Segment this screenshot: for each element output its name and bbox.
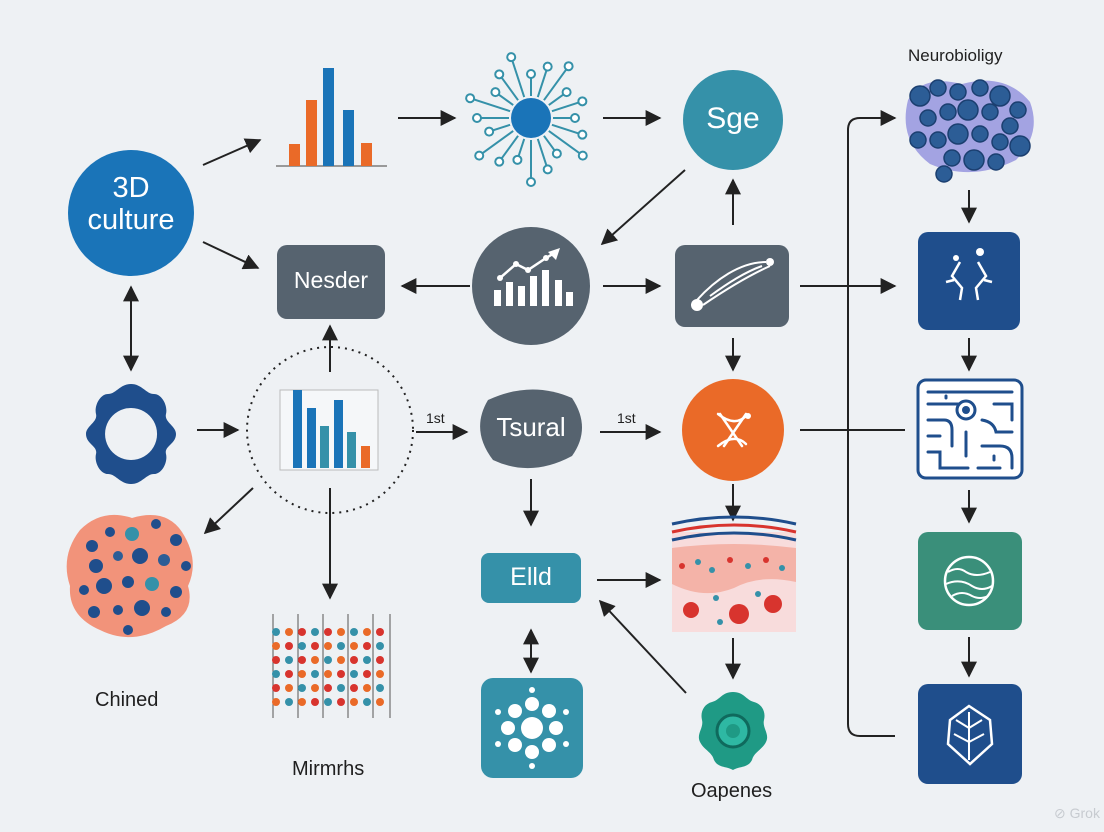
cell-cluster-icon xyxy=(905,79,1034,183)
elld-node[interactable] xyxy=(481,553,581,603)
leaf-cell-node[interactable] xyxy=(918,684,1022,784)
mirmrhs-caption: Mirmrhs xyxy=(292,758,365,780)
growth-chart-node[interactable] xyxy=(472,227,590,345)
dna-enzyme-node[interactable] xyxy=(682,379,784,481)
muscle-organ-node[interactable] xyxy=(675,245,789,327)
tsural-label: Tsural xyxy=(496,412,566,442)
neuro-caption: Neurobioligy xyxy=(908,46,1003,65)
sge-node[interactable] xyxy=(683,70,783,170)
gear-ring-icon[interactable] xyxy=(86,384,176,484)
nesder-node[interactable] xyxy=(277,245,385,319)
culture-node[interactable] xyxy=(68,150,194,276)
connector-arrows xyxy=(123,110,977,737)
oapenes-caption: Oapenes xyxy=(691,780,773,802)
nesder-label: Nesder xyxy=(293,267,369,293)
neuron-burst-icon xyxy=(465,52,588,187)
stem-cell-node[interactable] xyxy=(481,678,583,778)
tissue-cluster-icon xyxy=(66,514,193,638)
brain-organoid-node[interactable] xyxy=(918,532,1022,630)
edge-label-right: 1st xyxy=(617,410,636,426)
dot-matrix-icon xyxy=(272,614,391,718)
bar-chart-icon-top xyxy=(276,68,387,167)
culture-label: 3D culture xyxy=(87,172,175,236)
skin-layer-icon xyxy=(671,515,797,632)
neural-network-node[interactable] xyxy=(916,378,1024,480)
watermark: ⊘ Grok xyxy=(1054,805,1101,821)
focus-bar-chart xyxy=(246,346,414,514)
chined-caption: Chined xyxy=(95,689,159,711)
edge-label-left: 1st xyxy=(426,410,445,426)
tsural-node[interactable] xyxy=(480,389,582,469)
sge-label: Sge xyxy=(706,102,760,135)
elld-label: Elld xyxy=(510,563,552,591)
organoid-icon[interactable] xyxy=(698,692,768,770)
signaling-node[interactable] xyxy=(918,232,1020,330)
